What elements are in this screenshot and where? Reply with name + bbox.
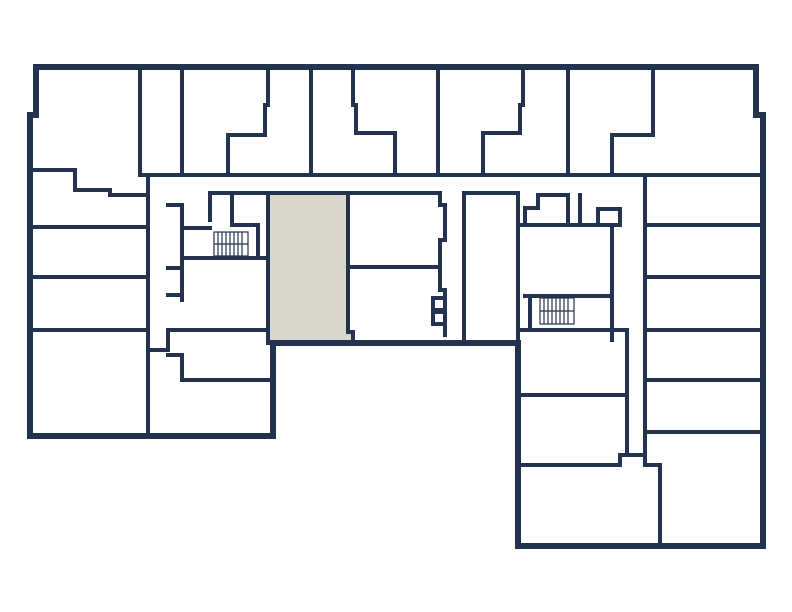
stair-icon (213, 231, 249, 257)
outer-wall (27, 64, 766, 549)
stair-icon (539, 297, 575, 325)
right-wing-walls (516, 173, 765, 548)
left-wing-walls (28, 168, 272, 438)
core-walls (183, 191, 622, 345)
selected-unit[interactable] (268, 195, 353, 340)
top-row-walls (138, 65, 765, 177)
